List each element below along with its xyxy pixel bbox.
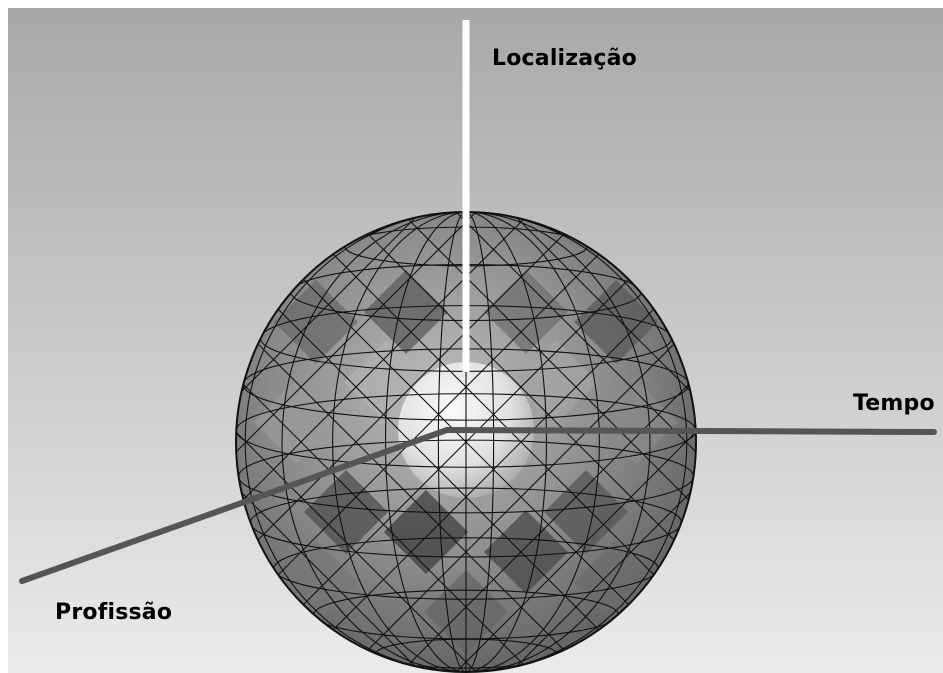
axis-label-profissao: Profissão [55,600,173,625]
meridian-line [332,212,600,672]
shaded-facet [514,340,598,424]
triangulation-line [455,212,696,672]
triangulation-line [345,212,696,672]
shaded-facet [484,270,568,354]
meridian-line [437,212,495,672]
meridian-line [384,212,548,672]
shaded-facet [574,280,658,364]
meridian-line [281,212,651,672]
meridian-line [244,212,688,672]
axis-tempo [444,427,937,435]
triangulation-line [400,212,696,672]
axis-label-localizacao: Localização [492,46,637,71]
shaded-facet [484,510,568,594]
shaded-facet [544,470,628,554]
shaded-facet [364,270,448,354]
axis-label-tempo: Tempo [853,391,935,416]
triangulation-line [236,212,477,672]
triangulation-line [510,212,696,672]
shaded-facet [384,490,468,574]
triangulation-line [236,212,696,672]
triangulation-line [236,212,532,672]
shaded-facet [274,280,358,364]
shaded-facet [304,470,388,554]
triangulation-line [236,212,422,672]
shaded-facet [594,380,678,464]
triangulation-line [236,212,587,672]
axis-profissao [19,427,450,584]
shaded-facet [254,380,338,464]
triangulation-line [510,212,696,672]
triangulation-line [236,212,422,672]
